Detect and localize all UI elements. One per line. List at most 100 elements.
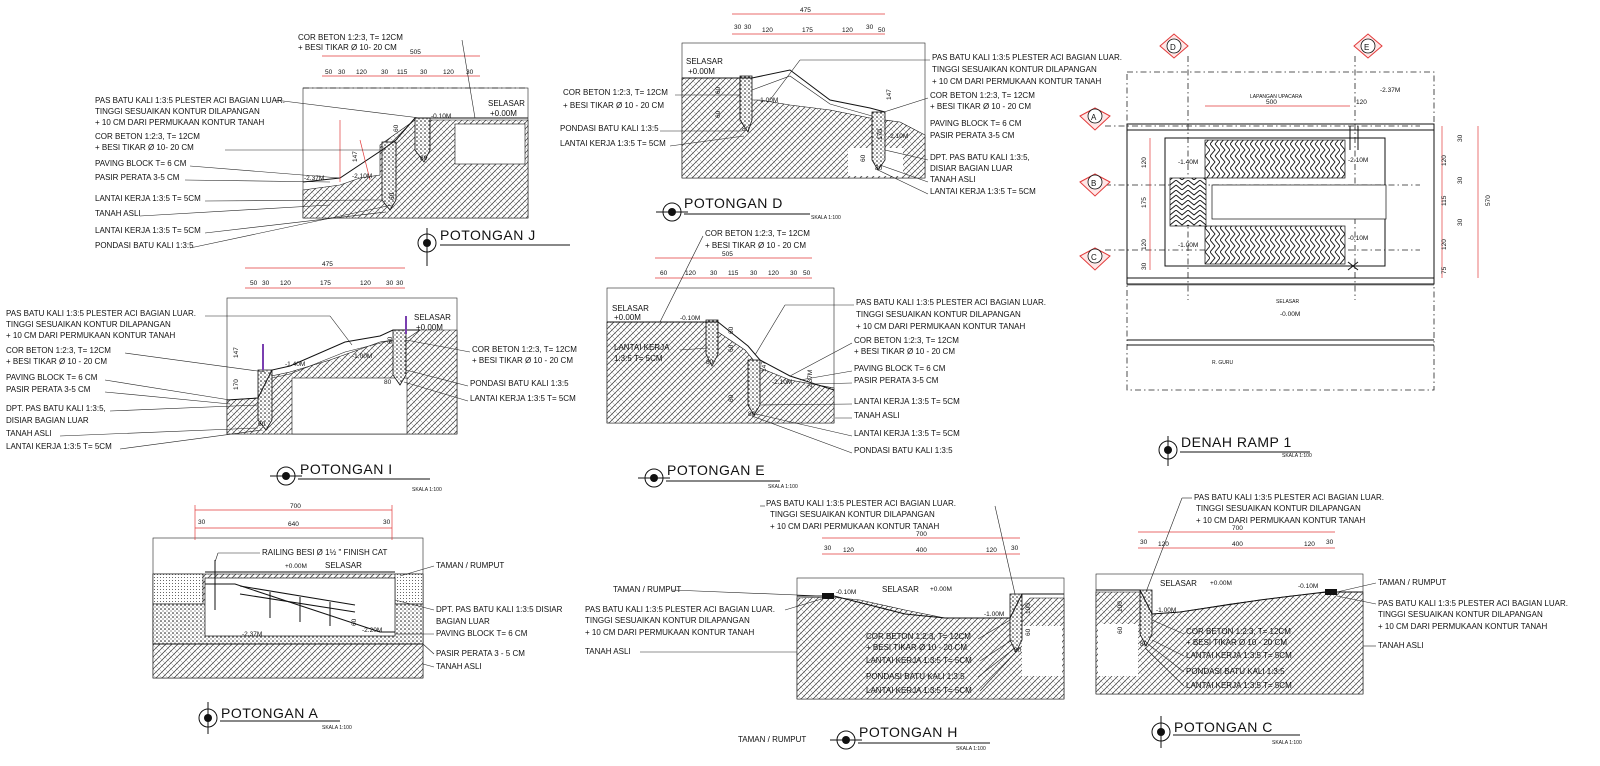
svg-text:505: 505: [722, 251, 733, 258]
svg-text:80: 80: [384, 379, 392, 386]
ramp-surface: [1096, 589, 1363, 615]
svg-text:120: 120: [986, 547, 997, 554]
svg-text:+ BESI TIKAR Ø 10 - 20 CM: + BESI TIKAR Ø 10 - 20 CM: [930, 102, 1031, 111]
svg-text:100: 100: [1117, 601, 1124, 612]
svg-text:+ BESI TIKAR Ø 10- 20 CM: + BESI TIKAR Ø 10- 20 CM: [95, 143, 194, 152]
svg-text:TANAH ASLI: TANAH ASLI: [1378, 641, 1424, 650]
svg-text:120: 120: [1158, 541, 1169, 548]
svg-text:30: 30: [1457, 218, 1464, 226]
retaining-wall: [257, 369, 273, 431]
svg-text:120: 120: [843, 547, 854, 554]
svg-text:PONDASI BATU KALI 1:3:5: PONDASI BATU KALI 1:3:5: [866, 672, 965, 681]
svg-text:30: 30: [381, 69, 389, 76]
svg-text:60: 60: [860, 154, 867, 162]
dimension-chain: 505 50 30 120 30 115 30 120 30: [322, 49, 480, 77]
svg-text:COR BETON 1:2:3, T= 12CM: COR BETON 1:2:3, T= 12CM: [95, 132, 200, 141]
svg-text:100: 100: [1025, 603, 1032, 614]
dimension-chain: 475 30 30 120 175 120 30 50: [732, 7, 886, 35]
annotation-notes: COR BETON 1:2:3, T= 12CM + BESI TIKAR Ø …: [614, 229, 1046, 455]
svg-text:75: 75: [1441, 266, 1448, 274]
svg-text:-2.20M: -2.20M: [362, 627, 382, 634]
svg-text:+0.00M: +0.00M: [614, 313, 641, 322]
svg-text:+ BESI TIKAR Ø 10 - 20 CM: + BESI TIKAR Ø 10 - 20 CM: [6, 357, 107, 366]
svg-text:50: 50: [878, 27, 886, 34]
svg-text:PAS BATU KALI 1:3:5 PLESTER AC: PAS BATU KALI 1:3:5 PLESTER ACI BAGIAN L…: [6, 309, 196, 318]
svg-text:SKALA 1:100: SKALA 1:100: [811, 215, 841, 221]
svg-text:DPT. PAS BATU KALI 1:3:5 DISIA: DPT. PAS BATU KALI 1:3:5 DISIAR: [436, 605, 563, 614]
svg-text:-1.00M: -1.00M: [984, 611, 1004, 618]
svg-text:PAVING BLOCK T= 6 CM: PAVING BLOCK T= 6 CM: [854, 364, 946, 373]
dimension-line: [339, 120, 371, 182]
ramp-underside: [751, 75, 873, 117]
svg-text:TAMAN / RUMPUT: TAMAN / RUMPUT: [436, 561, 504, 570]
svg-text:SELASAR: SELASAR: [488, 99, 525, 108]
section-marker: [270, 466, 430, 486]
svg-text:TINGGI SESUAIKAN KONTUR DILAPA: TINGGI SESUAIKAN KONTUR DILAPANGAN: [6, 320, 171, 329]
svg-text:175: 175: [1141, 197, 1148, 208]
svg-text:50: 50: [250, 280, 258, 287]
svg-text:SKALA 1:100: SKALA 1:100: [1272, 740, 1302, 746]
svg-text:-1.00M: -1.00M: [352, 353, 372, 360]
svg-text:120: 120: [280, 280, 291, 287]
svg-text:PASIR PERATA 3-5 CM: PASIR PERATA 3-5 CM: [6, 385, 91, 394]
svg-text:1:3:5 T= 5CM: 1:3:5 T= 5CM: [614, 354, 663, 363]
svg-text:120: 120: [1304, 541, 1315, 548]
svg-text:475: 475: [322, 261, 333, 268]
grid-marker-e: E: [1353, 33, 1383, 59]
annotation-notes: PAS BATU KALI 1:3:5 PLESTER ACI BAGIAN L…: [1144, 493, 1568, 690]
svg-text:120: 120: [356, 69, 367, 76]
annotation-notes: COR BETON 1:2:3, T= 12CM + BESI TIKAR Ø …: [560, 53, 1122, 196]
svg-text:60: 60: [258, 421, 266, 428]
svg-text:PASIR PERATA 3-5 CM: PASIR PERATA 3-5 CM: [854, 376, 939, 385]
grid-marker-d: D: [1159, 33, 1189, 59]
svg-text:80: 80: [706, 359, 714, 366]
svg-text:LANTAI KERJA: LANTAI KERJA: [614, 343, 670, 352]
selasar-block: [454, 123, 526, 165]
svg-text:SKALA 1:100: SKALA 1:100: [412, 487, 442, 493]
svg-text:30: 30: [824, 545, 832, 552]
svg-text:30: 30: [466, 69, 474, 76]
svg-text:TINGGI SESUAIKAN KONTUR DILAPA: TINGGI SESUAIKAN KONTUR DILAPANGAN: [585, 616, 750, 625]
svg-text:115: 115: [728, 270, 739, 277]
svg-text:+ BESI TIKAR Ø 10 - 20 CM: + BESI TIKAR Ø 10 - 20 CM: [472, 356, 573, 365]
svg-text:TANAH ASLI: TANAH ASLI: [585, 647, 631, 656]
svg-text:PAS BATU KALI 1:3:5 PLESTER AC: PAS BATU KALI 1:3:5 PLESTER ACI BAGIAN L…: [856, 298, 1046, 307]
svg-text:LANTAI KERJA 1:3:5 T= 5CM: LANTAI KERJA 1:3:5 T= 5CM: [470, 394, 576, 403]
svg-text:30: 30: [734, 24, 742, 31]
svg-text:+0.00M: +0.00M: [930, 586, 952, 593]
svg-text:LANTAI KERJA 1:3:5 T= 5CM: LANTAI KERJA 1:3:5 T= 5CM: [866, 686, 972, 695]
retaining-wall: [739, 75, 753, 133]
svg-text:-2.10M: -2.10M: [772, 379, 792, 386]
svg-text:30: 30: [1011, 545, 1019, 552]
svg-text:LANTAI KERJA 1:3:5 T= 5CM: LANTAI KERJA 1:3:5 T= 5CM: [560, 139, 666, 148]
svg-text:D: D: [1170, 43, 1176, 52]
svg-text:+0.00M: +0.00M: [1210, 580, 1232, 587]
svg-text:LANTAI KERJA 1:3:5 T= 5CM: LANTAI KERJA 1:3:5 T= 5CM: [1186, 681, 1292, 690]
svg-text:30: 30: [1326, 539, 1334, 546]
annotation-notes: TAMAN / RUMPUT DPT. PAS BATU KALI 1:3:5 …: [394, 561, 563, 671]
view-title: POTONGAN J: [440, 227, 536, 243]
svg-text:-0.10M: -0.10M: [680, 315, 700, 322]
view-title: POTONGAN C: [1174, 719, 1273, 735]
svg-text:700: 700: [290, 503, 301, 510]
section-potongan-j: 505 50 30 120 30 115 30 120 30 147 60 80…: [95, 33, 570, 266]
ramp-paving-turn: [1169, 177, 1207, 227]
view-title: POTONGAN E: [667, 462, 765, 478]
svg-text:30: 30: [338, 69, 346, 76]
annotation-notes: PAS BATU KALI 1:3:5 PLESTER ACI BAGIAN L…: [6, 309, 577, 451]
svg-text:400: 400: [1232, 541, 1243, 548]
svg-text:80: 80: [1014, 647, 1022, 654]
svg-text:+ BESI TIKAR Ø 10 - 20 CM: + BESI TIKAR Ø 10 - 20 CM: [563, 101, 664, 110]
svg-text:30: 30: [396, 280, 404, 287]
svg-text:PONDASI BATU KALI 1:3:5: PONDASI BATU KALI 1:3:5: [95, 241, 194, 250]
svg-text:SKALA 1:100: SKALA 1:100: [322, 725, 352, 731]
svg-text:175: 175: [802, 27, 813, 34]
svg-text:+ 10 CM DARI PERMUKAAN KONTUR: + 10 CM DARI PERMUKAAN KONTUR TANAH: [1196, 516, 1366, 525]
svg-text:60: 60: [393, 124, 400, 132]
svg-text:30: 30: [198, 519, 206, 526]
svg-text:120: 120: [768, 270, 779, 277]
svg-text:-1.00M: -1.00M: [1178, 242, 1198, 249]
svg-text:COR BETON 1:2:3, T= 12CM: COR BETON 1:2:3, T= 12CM: [298, 33, 403, 42]
svg-text:60: 60: [715, 110, 722, 118]
svg-text:-2.10M: -2.10M: [352, 173, 372, 180]
